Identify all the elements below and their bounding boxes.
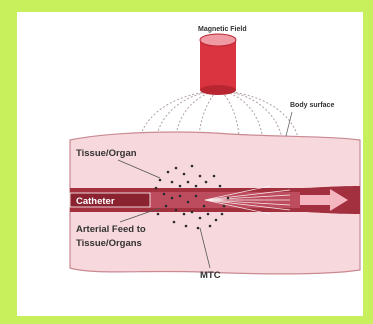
label-mtc: MTC bbox=[200, 270, 221, 281]
label-catheter: Catheter bbox=[76, 196, 115, 207]
label-arterial-line2: Tissue/Organs bbox=[76, 238, 142, 249]
label-arterial-line1: Arterial Feed to bbox=[76, 224, 146, 235]
label-tissue-organ: Tissue/Organ bbox=[76, 148, 137, 159]
label-body-surface: Body surface bbox=[290, 102, 334, 109]
body-surface-pointer bbox=[286, 112, 292, 136]
label-magnetic-field: Magnetic Field bbox=[198, 26, 247, 33]
magnet-icon bbox=[200, 34, 236, 95]
